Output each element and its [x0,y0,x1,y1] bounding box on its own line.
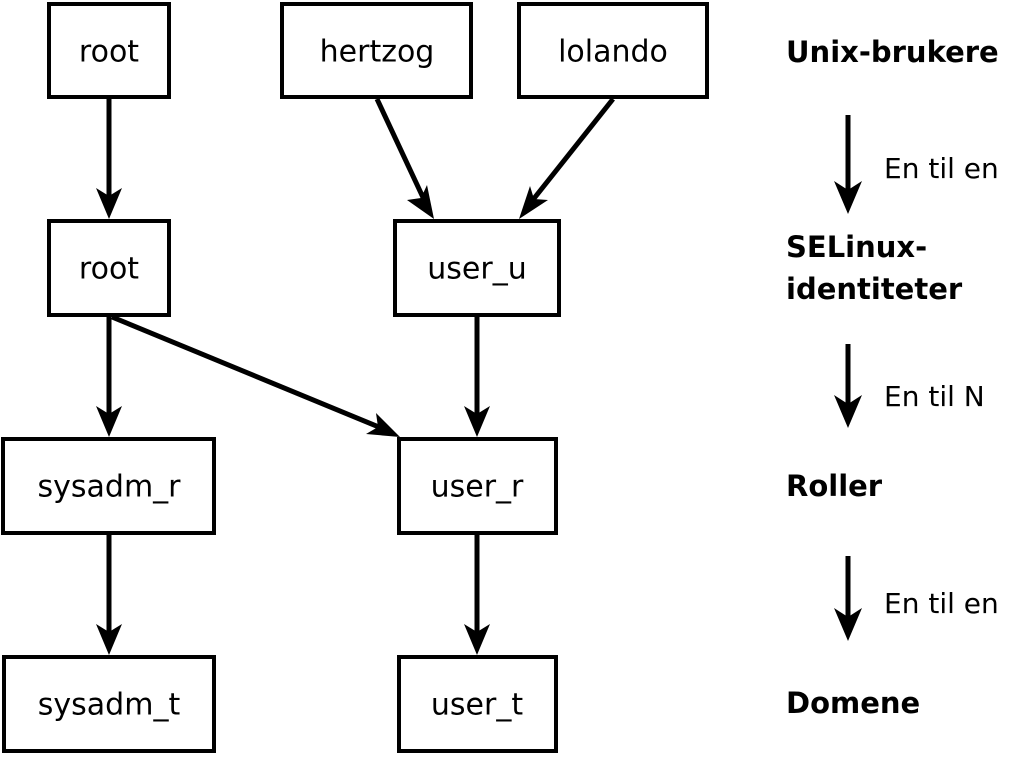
node-role-user-r[interactable]: user_r [397,437,558,535]
node-domain-user-t[interactable]: user_t [397,655,558,753]
node-label: sysadm_r [38,470,182,505]
node-domain-sysadm-t[interactable]: sysadm_t [2,655,216,753]
legend-level-selinux-identiteter-line1: SELinux- [786,230,927,264]
legend-relation-label-1: En til en [884,152,999,185]
node-label: root [79,35,139,70]
edge-lolando-to-user-u [519,97,615,219]
node-unix-lolando[interactable]: lolando [517,2,709,99]
edge-selinux-root-to-sysadm-r [96,317,122,437]
edge-unix-root-to-selinux-root [96,99,122,219]
legend-relation-label-3: En til en [884,587,999,620]
node-role-sysadm-r[interactable]: sysadm_r [1,437,216,535]
edge-user-u-to-user-r [464,317,490,437]
node-selinux-user-u[interactable]: user_u [393,219,561,317]
edge-user-r-to-user-t [464,535,490,655]
node-label: user_u [427,252,526,287]
edge-hertzog-to-user-u [374,97,434,219]
legend-level-unix-brukere: Unix-brukere [786,35,999,69]
legend-arrow-one-to-one-bottom [834,556,862,641]
legend-level-selinux-identiteter-line2: identiteter [786,272,963,306]
node-label: root [79,252,139,287]
node-label: user_t [431,688,523,723]
node-label: sysadm_t [38,688,181,723]
legend-relation-label-2: En til N [884,380,985,413]
legend-level-domene: Domene [786,686,920,720]
node-unix-hertzog[interactable]: hertzog [280,2,473,99]
legend-arrow-one-to-one-top [834,115,862,214]
edge-sysadm-r-to-sysadm-t [96,535,122,655]
legend-level-roller: Roller [786,469,883,503]
edge-selinux-root-to-user-r [111,314,400,437]
node-label: hertzog [320,35,435,70]
legend-arrow-one-to-n [834,344,862,428]
node-label: user_r [431,470,524,505]
node-label: lolando [558,35,668,70]
node-unix-root[interactable]: root [47,2,171,99]
node-selinux-root[interactable]: root [47,219,171,317]
